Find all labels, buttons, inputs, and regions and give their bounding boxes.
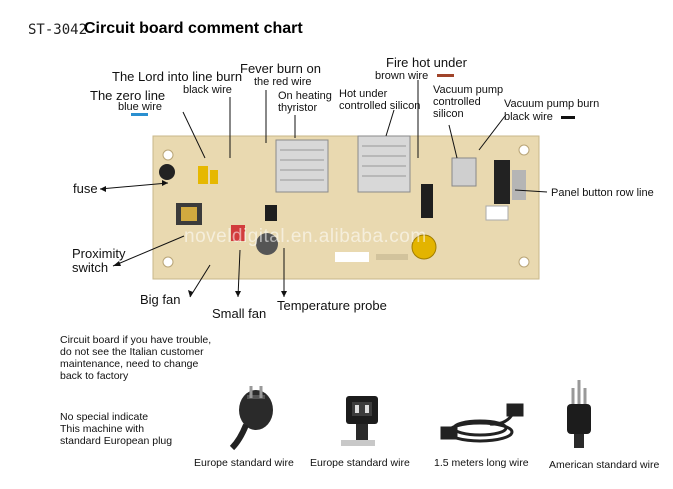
label-zero-line: The zero line [90,88,166,103]
label-temperature-probe: Temperature probe [277,298,387,313]
label-fuse: fuse [73,181,98,196]
label-fever-burn: Fever burn on [240,61,321,76]
label-hot-under-2: controlled silicon [339,100,421,112]
label-fire-hot: Fire hot under [386,55,467,70]
heat-sink-right [357,135,411,193]
label-vacuum-burn: Vacuum pump burn [504,98,600,110]
note-plug: No special indicate This machine with st… [60,411,173,447]
label-hot-under: Hot under [339,88,388,100]
label-big-fan: Big fan [140,292,181,307]
watermark: noveldigital.en.alibaba.com [184,226,427,247]
caption-europe-wire-2: Europe standard wire [310,457,410,469]
label-fever-burn-wire: the red wire [254,76,312,88]
iec-connector-icon [341,396,378,446]
label-lord-line: The Lord into line burn [112,69,243,84]
label-vacuum-controlled-3: silicon [433,108,464,120]
coiled-cable-icon [440,403,524,443]
label-vacuum-burn-wire: black wire [504,111,553,123]
label-heating-thyristor: On heating [278,90,332,102]
buzzer [411,234,437,260]
label-heating-thyristor-2: thyristor [278,102,318,114]
panel-connector [494,160,510,204]
label-small-fan: Small fan [212,306,267,321]
heat-sink-small [451,157,477,187]
model-code: ST-3042 [28,22,88,38]
label-vacuum-controlled: Vacuum pump [433,84,504,96]
capacitor [159,164,175,180]
caption-american-wire: American standard wire [549,459,660,471]
page-title: Circuit board comment chart [84,20,303,37]
heat-sink-left [275,139,329,193]
euro-plug-icon [229,386,273,451]
caption-europe-wire-1: Europe standard wire [194,457,294,469]
label-proximity: Proximity [72,246,126,261]
label-fire-hot-wire: brown wire [375,70,429,82]
us-plug-icon [567,380,591,448]
label-zero-line-wire: blue wire [118,101,163,113]
caption-long-wire: 1.5 meters long wire [434,457,529,469]
label-lord-line-wire: black wire [183,84,232,96]
note-trouble: Circuit board if you have trouble, do no… [60,334,212,382]
label-panel-button-row: Panel button row line [551,187,654,199]
label-proximity-2: switch [72,260,109,275]
label-vacuum-controlled-2: controlled [433,96,481,108]
